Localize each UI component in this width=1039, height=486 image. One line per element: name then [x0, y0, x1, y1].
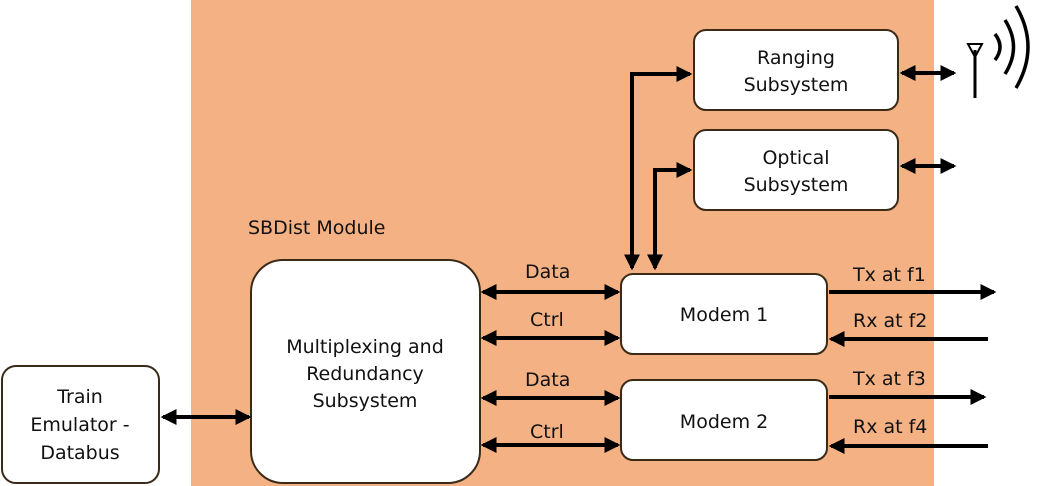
modem1-ranging-arrow [624, 66, 693, 271]
mux-modem2-data-label: Data [525, 369, 570, 391]
multiplexing-line-2: Redundancy [306, 363, 424, 385]
mux-modem2-ctrl-label: Ctrl [530, 421, 564, 443]
mux-modem1-ctrl-label: Ctrl [530, 309, 564, 331]
optical-line-2: Subsystem [744, 174, 849, 196]
ranging-line-1: Ranging [757, 47, 835, 69]
modem-2-label: Modem 2 [680, 411, 768, 433]
train-emulator-line-3: Databus [40, 442, 119, 464]
ranging-subsystem-block: Ranging Subsystem [693, 29, 899, 111]
modem-1-block: Modem 1 [620, 273, 828, 355]
antenna-icon [966, 5, 1030, 98]
optical-subsystem-block: Optical Subsystem [693, 129, 899, 211]
modem-1-label: Modem 1 [680, 304, 768, 326]
optical-line-1: Optical [762, 147, 829, 169]
modem1-optical-arrow [647, 162, 693, 271]
multiplexing-line-1: Multiplexing and [286, 336, 444, 358]
modem2-rx-label: Rx at f4 [853, 416, 927, 438]
mux-modem1-data-label: Data [525, 261, 570, 283]
modem-2-block: Modem 2 [620, 379, 828, 461]
module-label: SBDist Module [248, 217, 385, 239]
train-emulator-line-1: Train [56, 386, 103, 408]
train-emulator-block: Train Emulator - Databus [1, 365, 160, 484]
multiplexing-block: Multiplexing and Redundancy Subsystem [250, 259, 481, 484]
train-emulator-line-2: Emulator - [30, 414, 129, 436]
modem1-rx-label: Rx at f2 [853, 310, 927, 332]
modem2-tx-label: Tx at f3 [852, 368, 926, 390]
modem1-tx-label: Tx at f1 [852, 264, 926, 286]
multiplexing-line-3: Subsystem [313, 390, 418, 412]
ranging-line-2: Subsystem [744, 74, 849, 96]
